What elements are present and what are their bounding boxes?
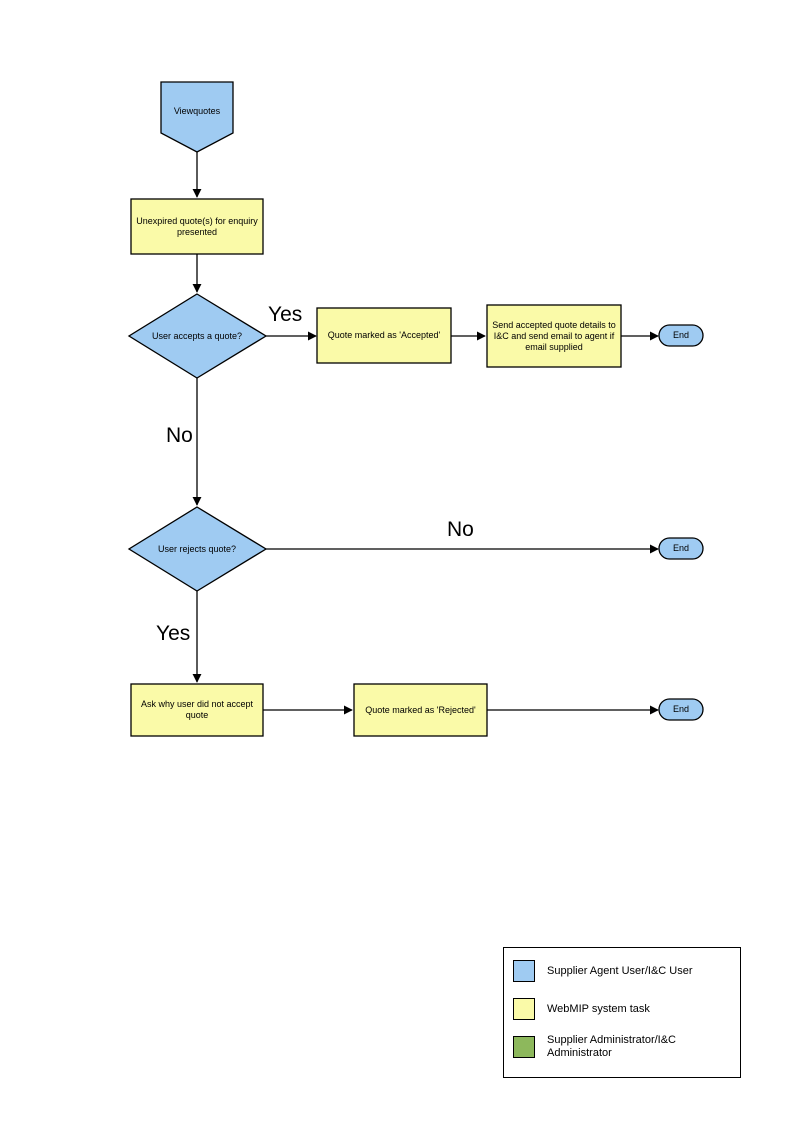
edge-label-accepts-yes: Yes — [268, 303, 303, 326]
edge-group — [192, 152, 659, 715]
legend-label-webmip-system-task: WebMIP system task — [547, 1002, 650, 1015]
edge-label-rejects-yes: Yes — [156, 622, 191, 645]
node-ask-why-not-accept[interactable] — [130, 683, 264, 737]
node-end-1[interactable] — [658, 324, 704, 347]
node-quote-marked-rejected[interactable] — [353, 683, 488, 737]
node-decision-user-accepts[interactable] — [127, 293, 268, 379]
legend-item-supplier-agent: Supplier Agent User/I&C User — [513, 960, 737, 982]
edge-label-accepts-no: No — [166, 424, 193, 447]
legend-swatch-blue-icon — [513, 960, 535, 982]
legend-label-supplier-administrator: Supplier Administrator/I&C Administrator — [547, 1034, 676, 1059]
node-quote-marked-accepted[interactable] — [316, 307, 452, 364]
legend-swatch-yellow-icon — [513, 998, 535, 1020]
node-start-viewquotes[interactable] — [160, 81, 234, 153]
legend-item-supplier-administrator: Supplier Administrator/I&C Administrator — [513, 1034, 737, 1060]
node-end-3[interactable] — [658, 698, 704, 721]
legend: Supplier Agent User/I&C User WebMIP syst… — [503, 947, 741, 1078]
legend-swatch-green-icon — [513, 1036, 535, 1058]
legend-label-supplier-agent: Supplier Agent User/I&C User — [547, 964, 693, 977]
node-send-accepted-details[interactable] — [486, 304, 622, 368]
node-unexpired-quotes[interactable] — [130, 198, 264, 255]
node-decision-user-rejects[interactable] — [127, 506, 268, 592]
legend-item-webmip-system-task: WebMIP system task — [513, 998, 737, 1020]
node-end-2[interactable] — [658, 537, 704, 560]
edge-label-rejects-no: No — [447, 518, 474, 541]
